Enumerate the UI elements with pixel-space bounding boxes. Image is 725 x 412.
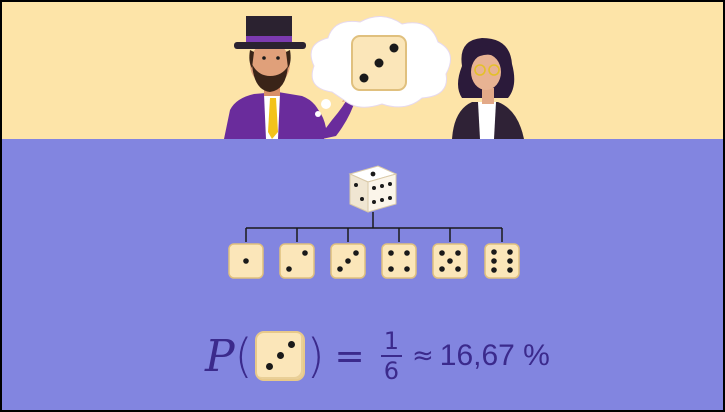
outcome-die-6	[485, 244, 519, 278]
3d-die	[350, 166, 396, 212]
open-paren: (	[235, 329, 253, 383]
outcome-die-2	[280, 244, 314, 278]
formula-die-face-3	[255, 331, 305, 381]
woman-character	[452, 38, 524, 139]
percentage-value: 16,67 %	[440, 339, 550, 373]
outcome-die-3	[331, 244, 365, 278]
probability-formula: P ( ) = 1 6 ≈ 16,67 %	[205, 324, 550, 388]
bubble-die-face-3	[352, 36, 406, 90]
fraction-numerator: 1	[381, 329, 402, 357]
tree-connector-lines	[246, 212, 502, 242]
outcome-die-1	[229, 244, 263, 278]
fraction-denominator: 6	[384, 357, 399, 383]
outcome-die-4	[382, 244, 416, 278]
probability-symbol: P	[205, 331, 235, 382]
fraction: 1 6	[381, 329, 402, 383]
equals-sign: =	[335, 336, 365, 377]
close-paren: )	[307, 329, 325, 383]
approx-sign: ≈	[412, 341, 434, 371]
outcome-die-5	[433, 244, 467, 278]
